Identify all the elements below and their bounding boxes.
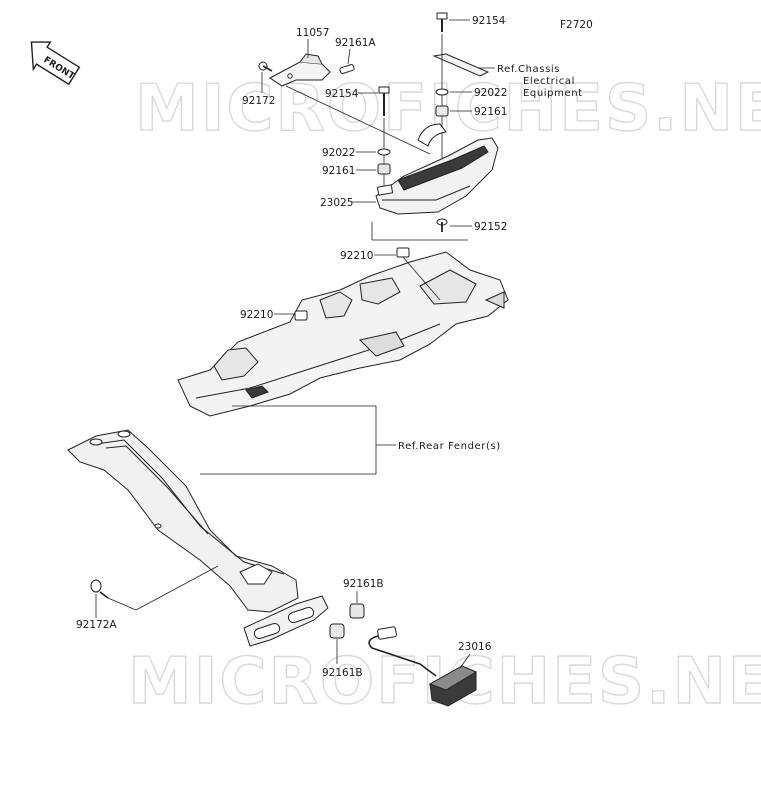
front-arrow-icon: FRONT — [30, 41, 81, 86]
ref-chassis-2: Electrical — [523, 76, 575, 87]
label-92022-right: 92022 — [474, 87, 507, 99]
bracket-11057 — [269, 53, 331, 87]
grommet-92161B-top — [349, 603, 365, 619]
ref-chassis-1: Ref.Chassis — [497, 64, 560, 75]
leader-92161A — [347, 48, 351, 65]
label-11057: 11057 — [296, 27, 329, 39]
bolt-92172A — [90, 579, 109, 599]
label-92172A: 92172A — [76, 619, 117, 631]
ref-rear-fender: Ref.Rear Fender(s) — [398, 441, 501, 452]
label-92210-top: 92210 — [340, 250, 373, 262]
bolt-92154-mid — [378, 86, 390, 116]
label-92161-left: 92161 — [322, 165, 355, 177]
leader-92172A-bracket-2 — [135, 565, 219, 611]
grommet-92161-left — [377, 163, 391, 175]
label-92161B-top: 92161B — [343, 578, 384, 590]
ref-chassis-3: Equipment — [523, 88, 583, 99]
label-92154-top: 92154 — [472, 15, 506, 27]
label-92022-left: 92022 — [322, 147, 355, 159]
clip-92161A — [339, 64, 355, 74]
washer-92022-left — [377, 148, 391, 156]
bolt-92172 — [258, 61, 273, 72]
housing-23025 — [375, 123, 499, 215]
leader-92172A-bracket — [107, 597, 137, 611]
label-92154-mid: 92154 — [325, 88, 359, 100]
label-92161A: 92161A — [335, 37, 376, 49]
license-bracket — [67, 429, 299, 613]
label-92152: 92152 — [474, 221, 507, 233]
clip-92210-left — [294, 310, 308, 321]
lamp-23016 — [368, 626, 478, 707]
grommet-92161B-bottom — [329, 623, 345, 639]
rear-cover — [177, 251, 509, 417]
label-92172: 92172 — [242, 95, 275, 107]
leader-23016 — [459, 653, 471, 669]
bolt-92154-top — [436, 12, 448, 32]
leader-bracket-to-housing — [285, 85, 431, 155]
label-92161B-bottom: 92161B — [322, 667, 363, 679]
figure-code: F2720 — [560, 19, 593, 31]
screw-92152 — [436, 218, 448, 232]
clip-92210-top — [396, 247, 441, 301]
washer-92022-right — [435, 88, 449, 96]
label-92161-right: 92161 — [474, 106, 507, 118]
label-23016: 23016 — [458, 641, 492, 653]
reflector-holder — [243, 595, 329, 647]
label-92210-left: 92210 — [240, 309, 273, 321]
grommet-92161-right — [435, 105, 449, 117]
label-23025: 23025 — [320, 197, 353, 209]
